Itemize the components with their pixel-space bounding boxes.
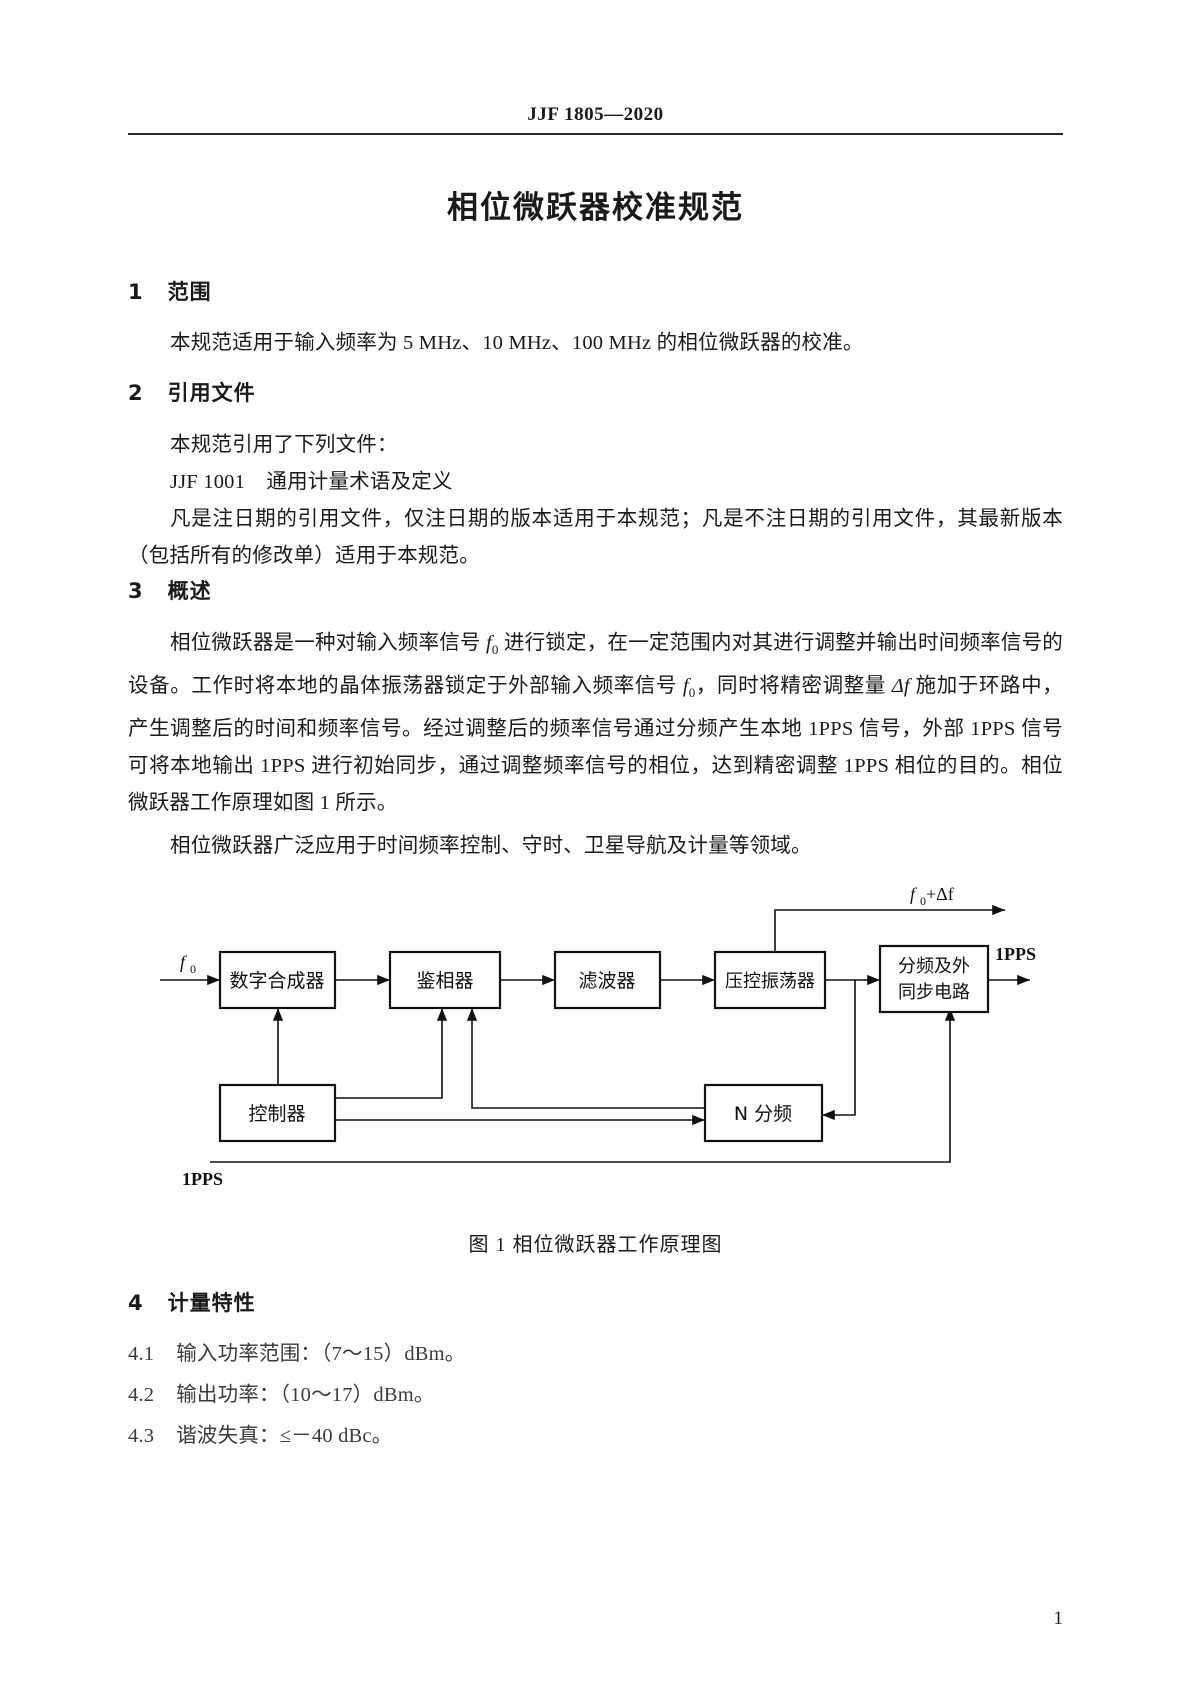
section-title-4: 计量特性 [167, 1291, 256, 1315]
section-title-1: 范围 [167, 280, 212, 304]
section-number-3: 3 [128, 579, 144, 603]
clause-4-1-number: 4.1 [128, 1343, 155, 1365]
s3-frag-d: 施加于环路中，产生调整后的时间和频率信号。经过调整后的频率信号通过分频产生本地 … [128, 675, 1063, 815]
section-number-4: 4 [128, 1291, 144, 1315]
section-1-body: 本规范适用于输入频率为 5 MHz、10 MHz、100 MHz 的相位微跃器的… [170, 332, 864, 354]
block-n-divider-label: N 分频 [734, 1103, 792, 1125]
section-number-2: 2 [128, 381, 144, 405]
page-title: 相位微跃器校准规范 [447, 190, 744, 226]
section-2-body: 凡是注日期的引用文件，仅注日期的版本适用于本规范；凡是不注日期的引用文件，其最新… [128, 508, 1063, 567]
section-2-line-1: 本规范引用了下列文件： [170, 434, 398, 456]
block-dds-label: 数字合成器 [229, 970, 324, 992]
clause-4-3-number: 4.3 [128, 1425, 155, 1447]
block-filter [553, 950, 662, 1010]
header-rule [128, 133, 1063, 135]
symbol-f0-2: f [682, 675, 689, 698]
section-heading-2: 2 引用文件 [128, 377, 256, 407]
clause-4-2-text: 输出功率：（10～17）dBm。 [176, 1384, 435, 1406]
figure-label-output-f0-subscript: 0 [920, 894, 926, 908]
section-number-1: 1 [128, 280, 144, 304]
clause-4-1-text: 输入功率范围：（7～15）dBm。 [176, 1343, 466, 1365]
page-number: 1 [1053, 1608, 1064, 1629]
block-divider-sync-label-line2: 同步电路 [898, 982, 970, 1003]
clause-4-2: 4.2 输出功率：（10～17）dBm。 [128, 1377, 435, 1407]
block-divider-sync [878, 944, 990, 1014]
figure-label-output-1pps: 1PPS [995, 944, 1036, 964]
section-3-paragraph-2: 相位微跃器广泛应用于时间频率控制、守时、卫星导航及计量等领域。 [170, 835, 812, 857]
running-header: JJF 1805—2020 [527, 104, 664, 125]
figure-label-input-f0: f [180, 952, 188, 972]
block-filter-label: 滤波器 [578, 970, 635, 992]
block-controller-label: 控制器 [248, 1103, 305, 1125]
figure-label-output-f0: f [910, 884, 918, 904]
block-phase-detector [388, 950, 502, 1010]
figure-caption: 图 1 相位微跃器工作原理图 [468, 1234, 723, 1256]
s3-frag-c: ，同时将精密调整量 [695, 675, 892, 698]
figure-label-input-1pps: 1PPS [182, 1169, 223, 1189]
clause-4-2-number: 4.2 [128, 1384, 155, 1406]
block-vco-label: 压控振荡器 [725, 971, 815, 992]
block-divider-sync-label-line1: 分频及外 [898, 956, 970, 977]
block-dds [218, 950, 337, 1010]
clause-4-1: 4.1 输入功率范围：（7～15）dBm。 [128, 1336, 466, 1366]
section-2-line-2: JJF 1001 通用计量术语及定义 [170, 471, 453, 493]
symbol-f0-2-subscript: 0 [688, 685, 696, 701]
section-heading-1: 1 范围 [128, 276, 212, 306]
block-vco [713, 950, 827, 1010]
figure-label-output-delta-f: +Δf [926, 884, 954, 904]
figure-block-diagram: 数字合成器 鉴相器 滤波器 压控振荡器 分频及外 同步电路 控制器 N 分频 f… [150, 880, 1050, 1200]
symbol-delta-f: Δf [891, 675, 910, 698]
section-heading-3: 3 概述 [128, 575, 212, 605]
clause-4-3-text: 谐波失真：≤－40 dBc。 [176, 1425, 393, 1447]
symbol-f0-subscript: 0 [491, 642, 499, 658]
section-title-3: 概述 [167, 579, 212, 603]
symbol-f0: f [485, 632, 492, 654]
figure-label-input-f0-subscript: 0 [190, 962, 196, 976]
block-controller [218, 1083, 337, 1143]
section-title-2: 引用文件 [167, 381, 256, 405]
clause-4-3: 4.3 谐波失真：≤－40 dBc。 [128, 1418, 392, 1448]
block-phase-detector-label: 鉴相器 [416, 970, 473, 992]
section-heading-4: 4 计量特性 [128, 1287, 256, 1317]
block-n-divider [703, 1083, 824, 1143]
s3-frag-b: 进行锁定，在一定范围内对其进行调整并输出时间频率信号的设备。工作时将本地的晶体振… [128, 632, 1063, 698]
s3-frag-a: 相位微跃器是一种对输入频率信号 [170, 632, 486, 654]
section-3-paragraph-1: 相位微跃器是一种对输入频率信号 f0 进行锁定，在一定范围内对其进行调整并输出时… [128, 625, 1063, 822]
